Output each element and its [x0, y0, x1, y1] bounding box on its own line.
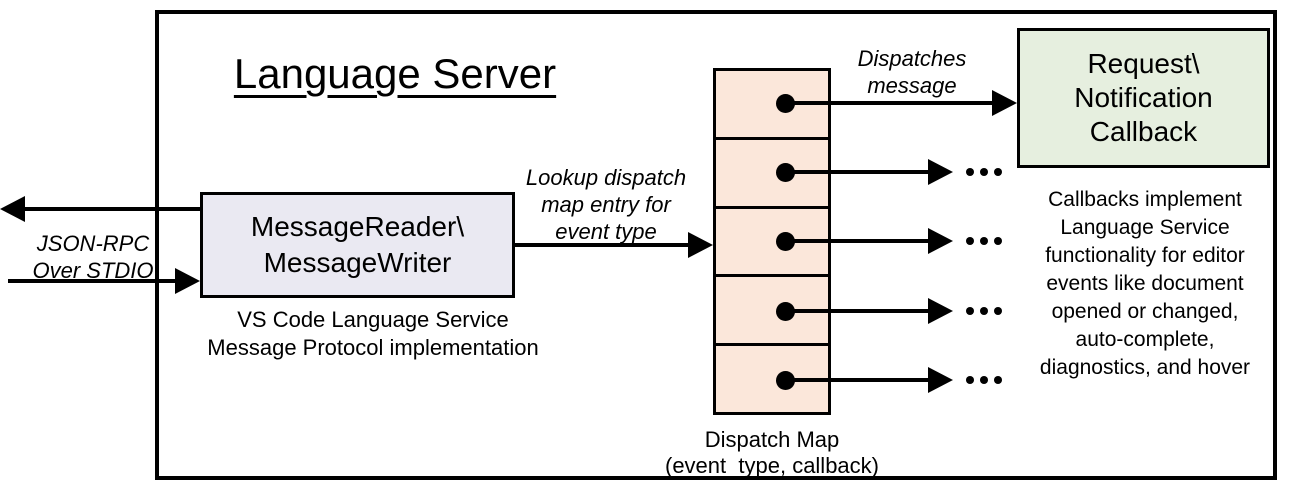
stdio-out-arrowhead-icon: [0, 196, 25, 222]
stdio-label-line2: Over STDIO: [32, 258, 154, 283]
dispatch-map-caption-line2: (event_type, callback): [665, 453, 879, 478]
callback-note-line: Language Service: [1060, 216, 1230, 239]
lookup-label-line1: Lookup dispatch: [525, 165, 687, 190]
row-arrowhead-icon: [992, 90, 1017, 116]
message-box-caption: VS Code Language Service Message Protoco…: [178, 306, 568, 362]
dispatch-map-caption: Dispatch Map (event_type, callback): [642, 427, 902, 479]
ellipsis-icon: [966, 237, 1002, 245]
callback-note-line: auto-complete,: [1075, 328, 1215, 351]
lookup-arrow-line: [515, 243, 689, 247]
callback-box-line1: Request\: [1087, 48, 1200, 79]
lookup-label-line2: map entry for: [541, 192, 671, 217]
stdio-label: JSON-RPC Over STDIO: [13, 230, 173, 284]
diagram-title: Language Server: [233, 50, 557, 97]
lookup-label-line3: event type: [555, 219, 657, 244]
row-arrow-line: [785, 170, 929, 174]
ellipsis-icon: [966, 307, 1002, 315]
row-arrowhead-icon: [928, 159, 953, 185]
callback-note-line: Callbacks implement: [1048, 188, 1242, 211]
dispatches-message-label: Dispatches message: [832, 45, 992, 99]
callback-box-line3: Callback: [1089, 116, 1198, 147]
dispatches-label-line1: Dispatches: [857, 46, 967, 71]
stdio-in-arrow-line: [8, 279, 176, 283]
dispatch-map: [713, 68, 831, 415]
callback-box-line2: Notification: [1074, 82, 1213, 113]
message-box-caption-line1: VS Code Language Service: [237, 307, 509, 332]
callback-note-line: opened or changed,: [1051, 300, 1239, 323]
stdio-out-arrow-line: [22, 207, 200, 211]
row-arrow-line: [785, 309, 929, 313]
row-arrowhead-icon: [928, 298, 953, 324]
row-arrow-line: [785, 378, 929, 382]
row-arrowhead-icon: [928, 367, 953, 393]
stdio-label-line1: JSON-RPC: [36, 231, 150, 256]
message-box-line1: MessageReader\: [250, 211, 465, 242]
callback-note-line: diagnostics, and hover: [1039, 356, 1251, 379]
message-box-line2: MessageWriter: [263, 247, 452, 278]
lookup-label: Lookup dispatch map entry for event type: [516, 164, 696, 245]
dispatches-label-line2: message: [867, 73, 957, 98]
callback-note-line: functionality for editor: [1045, 244, 1245, 267]
message-box-caption-line2: Message Protocol implementation: [207, 335, 539, 360]
callback-note-line: events like document: [1046, 272, 1244, 295]
ellipsis-icon: [966, 168, 1002, 176]
ellipsis-icon: [966, 376, 1002, 384]
message-reader-writer-box: MessageReader\ MessageWriter: [200, 192, 515, 298]
callback-note: Callbacks implement Language Service fun…: [1016, 186, 1274, 382]
row-arrowhead-icon: [928, 228, 953, 254]
stdio-in-arrowhead-icon: [175, 268, 200, 294]
row-arrow-line: [785, 101, 993, 105]
dispatch-map-caption-line1: Dispatch Map: [704, 427, 840, 452]
row-arrow-line: [785, 239, 929, 243]
lookup-arrowhead-icon: [688, 232, 713, 258]
request-notification-callback-box: Request\ Notification Callback: [1017, 28, 1270, 168]
